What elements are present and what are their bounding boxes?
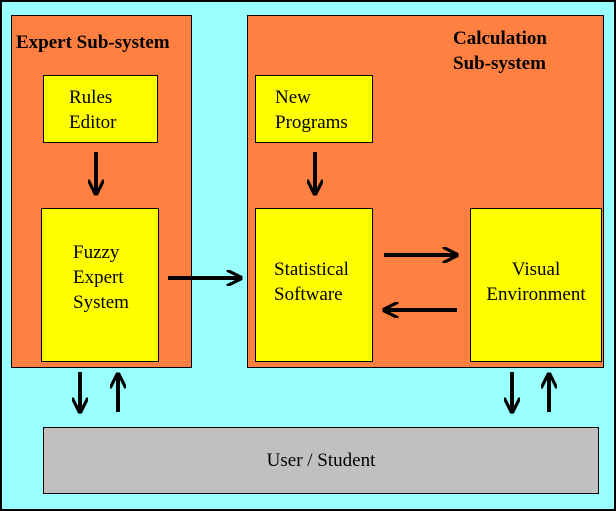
- fuzzy-line-1: Fuzzy: [73, 242, 120, 263]
- statistical-line-1: Statistical: [274, 259, 349, 280]
- rules-editor-line-2: Editor: [69, 112, 117, 133]
- visual-environment-label: Visual Environment: [471, 257, 601, 307]
- visual-environment-box: Visual Environment: [470, 208, 602, 362]
- statistical-software-box: Statistical Software: [255, 208, 373, 362]
- user-student-bar: User / Student: [43, 427, 599, 494]
- calculation-title-line-1: Calculation: [453, 28, 547, 49]
- fuzzy-line-3: System: [73, 292, 129, 313]
- fuzzy-expert-system-box: Fuzzy Expert System: [41, 208, 159, 362]
- rules-editor-label: Rules Editor: [69, 85, 117, 135]
- visual-line-2: Environment: [486, 284, 586, 305]
- expert-subsystem-title: Expert Sub-system: [16, 32, 170, 53]
- calculation-subsystem-title: Calculation Sub-system: [453, 26, 547, 76]
- visual-line-1: Visual: [511, 259, 561, 280]
- new-programs-line-1: New: [275, 87, 311, 108]
- statistical-line-2: Software: [274, 284, 343, 305]
- new-programs-line-2: Programs: [275, 112, 348, 133]
- statistical-software-label: Statistical Software: [274, 257, 349, 307]
- fuzzy-line-2: Expert: [73, 267, 124, 288]
- rules-editor-line-1: Rules: [69, 87, 113, 108]
- user-student-label: User / Student: [266, 450, 376, 471]
- fuzzy-expert-system-label: Fuzzy Expert System: [73, 240, 129, 315]
- new-programs-label: New Programs: [275, 85, 348, 135]
- calculation-title-line-2: Sub-system: [453, 53, 546, 74]
- rules-editor-box: Rules Editor: [43, 75, 158, 143]
- new-programs-box: New Programs: [255, 75, 373, 143]
